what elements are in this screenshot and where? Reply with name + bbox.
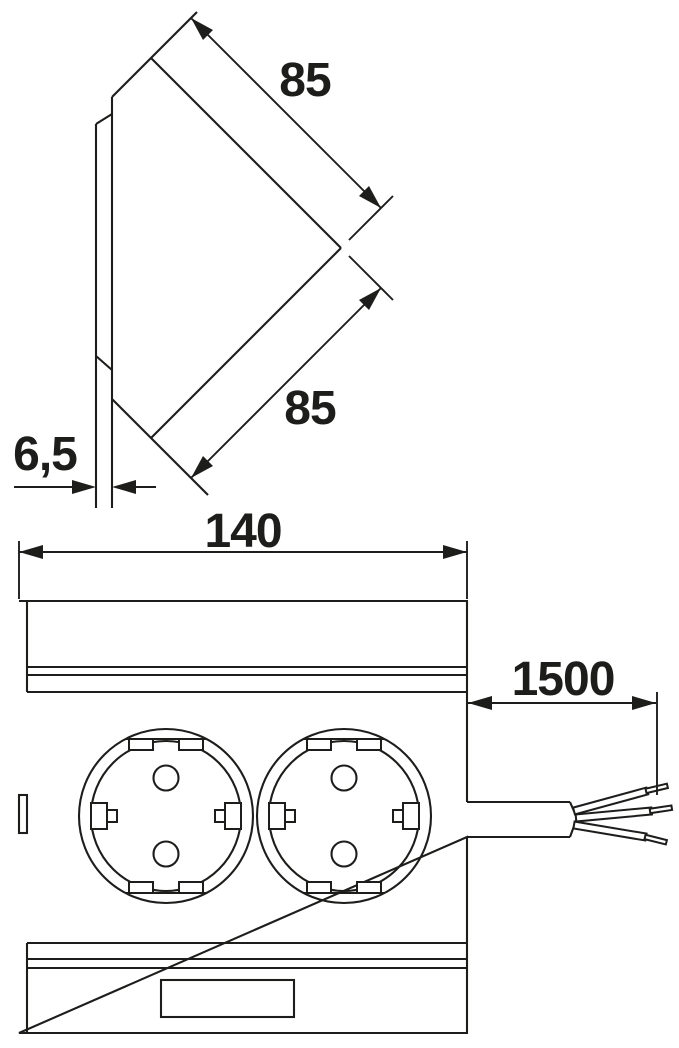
mounting-clip bbox=[17, 793, 29, 835]
socket-outer-ring bbox=[255, 727, 433, 905]
dimension-plate-thickness: 6,5 bbox=[13, 428, 156, 494]
key-notch bbox=[356, 881, 382, 894]
dimension-line bbox=[190, 287, 382, 479]
key-notch bbox=[128, 881, 154, 894]
dimension-face-top: 85 bbox=[190, 17, 394, 241]
socket-right bbox=[255, 727, 433, 905]
earth-contact-right bbox=[402, 802, 420, 830]
earth-contact-left bbox=[90, 802, 108, 830]
earth-contact-right-tab bbox=[392, 809, 404, 823]
key-notch bbox=[356, 738, 382, 751]
arrowhead bbox=[191, 456, 213, 478]
dimension-face-bottom: 85 bbox=[190, 255, 394, 479]
body-top-slope-and-extension-line bbox=[111, 11, 198, 98]
arrowhead bbox=[632, 696, 656, 710]
pin-hole-bottom bbox=[330, 840, 358, 868]
arrowhead bbox=[112, 480, 136, 494]
dim-label-plate-thickness: 6,5 bbox=[13, 428, 77, 481]
indicator-window bbox=[159, 978, 296, 1019]
pin-hole-bottom bbox=[152, 840, 180, 868]
extension-line bbox=[348, 195, 394, 241]
plate-notch bbox=[95, 355, 113, 371]
earth-contact-left bbox=[268, 802, 286, 830]
dimension-line bbox=[190, 17, 382, 209]
key-notch bbox=[178, 881, 204, 894]
earth-contact-left-tab bbox=[106, 809, 118, 823]
arrowhead bbox=[468, 696, 492, 710]
dimension-cable-length: 1500 bbox=[468, 653, 658, 795]
dim-label-face-bottom: 85 bbox=[284, 382, 336, 435]
key-notch bbox=[128, 738, 154, 751]
arrowhead bbox=[191, 18, 213, 40]
earth-contact-right bbox=[224, 802, 242, 830]
extension-line bbox=[348, 255, 394, 301]
arrowhead bbox=[443, 545, 467, 559]
power-cable bbox=[467, 782, 674, 846]
wire-2-bare-tip bbox=[648, 804, 674, 815]
body-top-face-line bbox=[150, 57, 342, 249]
body-bottom-slope-and-extension-line bbox=[111, 398, 209, 496]
earth-contact-left-tab bbox=[284, 809, 296, 823]
key-notch bbox=[306, 738, 332, 751]
dimension-width: 140 bbox=[18, 505, 468, 599]
front-view bbox=[17, 599, 674, 1035]
arrowhead bbox=[19, 545, 43, 559]
key-notch bbox=[178, 738, 204, 751]
dim-label-face-top: 85 bbox=[279, 54, 331, 107]
pin-hole-top bbox=[152, 764, 180, 792]
dim-label-cable-length: 1500 bbox=[512, 653, 615, 706]
housing-outline bbox=[18, 599, 469, 1035]
pin-hole-top bbox=[330, 764, 358, 792]
wire-3 bbox=[572, 820, 648, 842]
dim-label-width: 140 bbox=[204, 505, 281, 558]
wire-3-bare-tip bbox=[643, 833, 669, 846]
socket-left bbox=[77, 727, 255, 905]
side-view bbox=[94, 11, 342, 508]
arrowhead bbox=[359, 288, 381, 310]
body-bottom-face-line bbox=[150, 247, 342, 439]
socket-outer-ring bbox=[77, 727, 255, 905]
arrowhead bbox=[359, 186, 381, 208]
earth-contact-right-tab bbox=[214, 809, 226, 823]
arrowhead bbox=[72, 480, 96, 494]
plate-top-bevel bbox=[95, 113, 113, 125]
key-notch bbox=[306, 881, 332, 894]
